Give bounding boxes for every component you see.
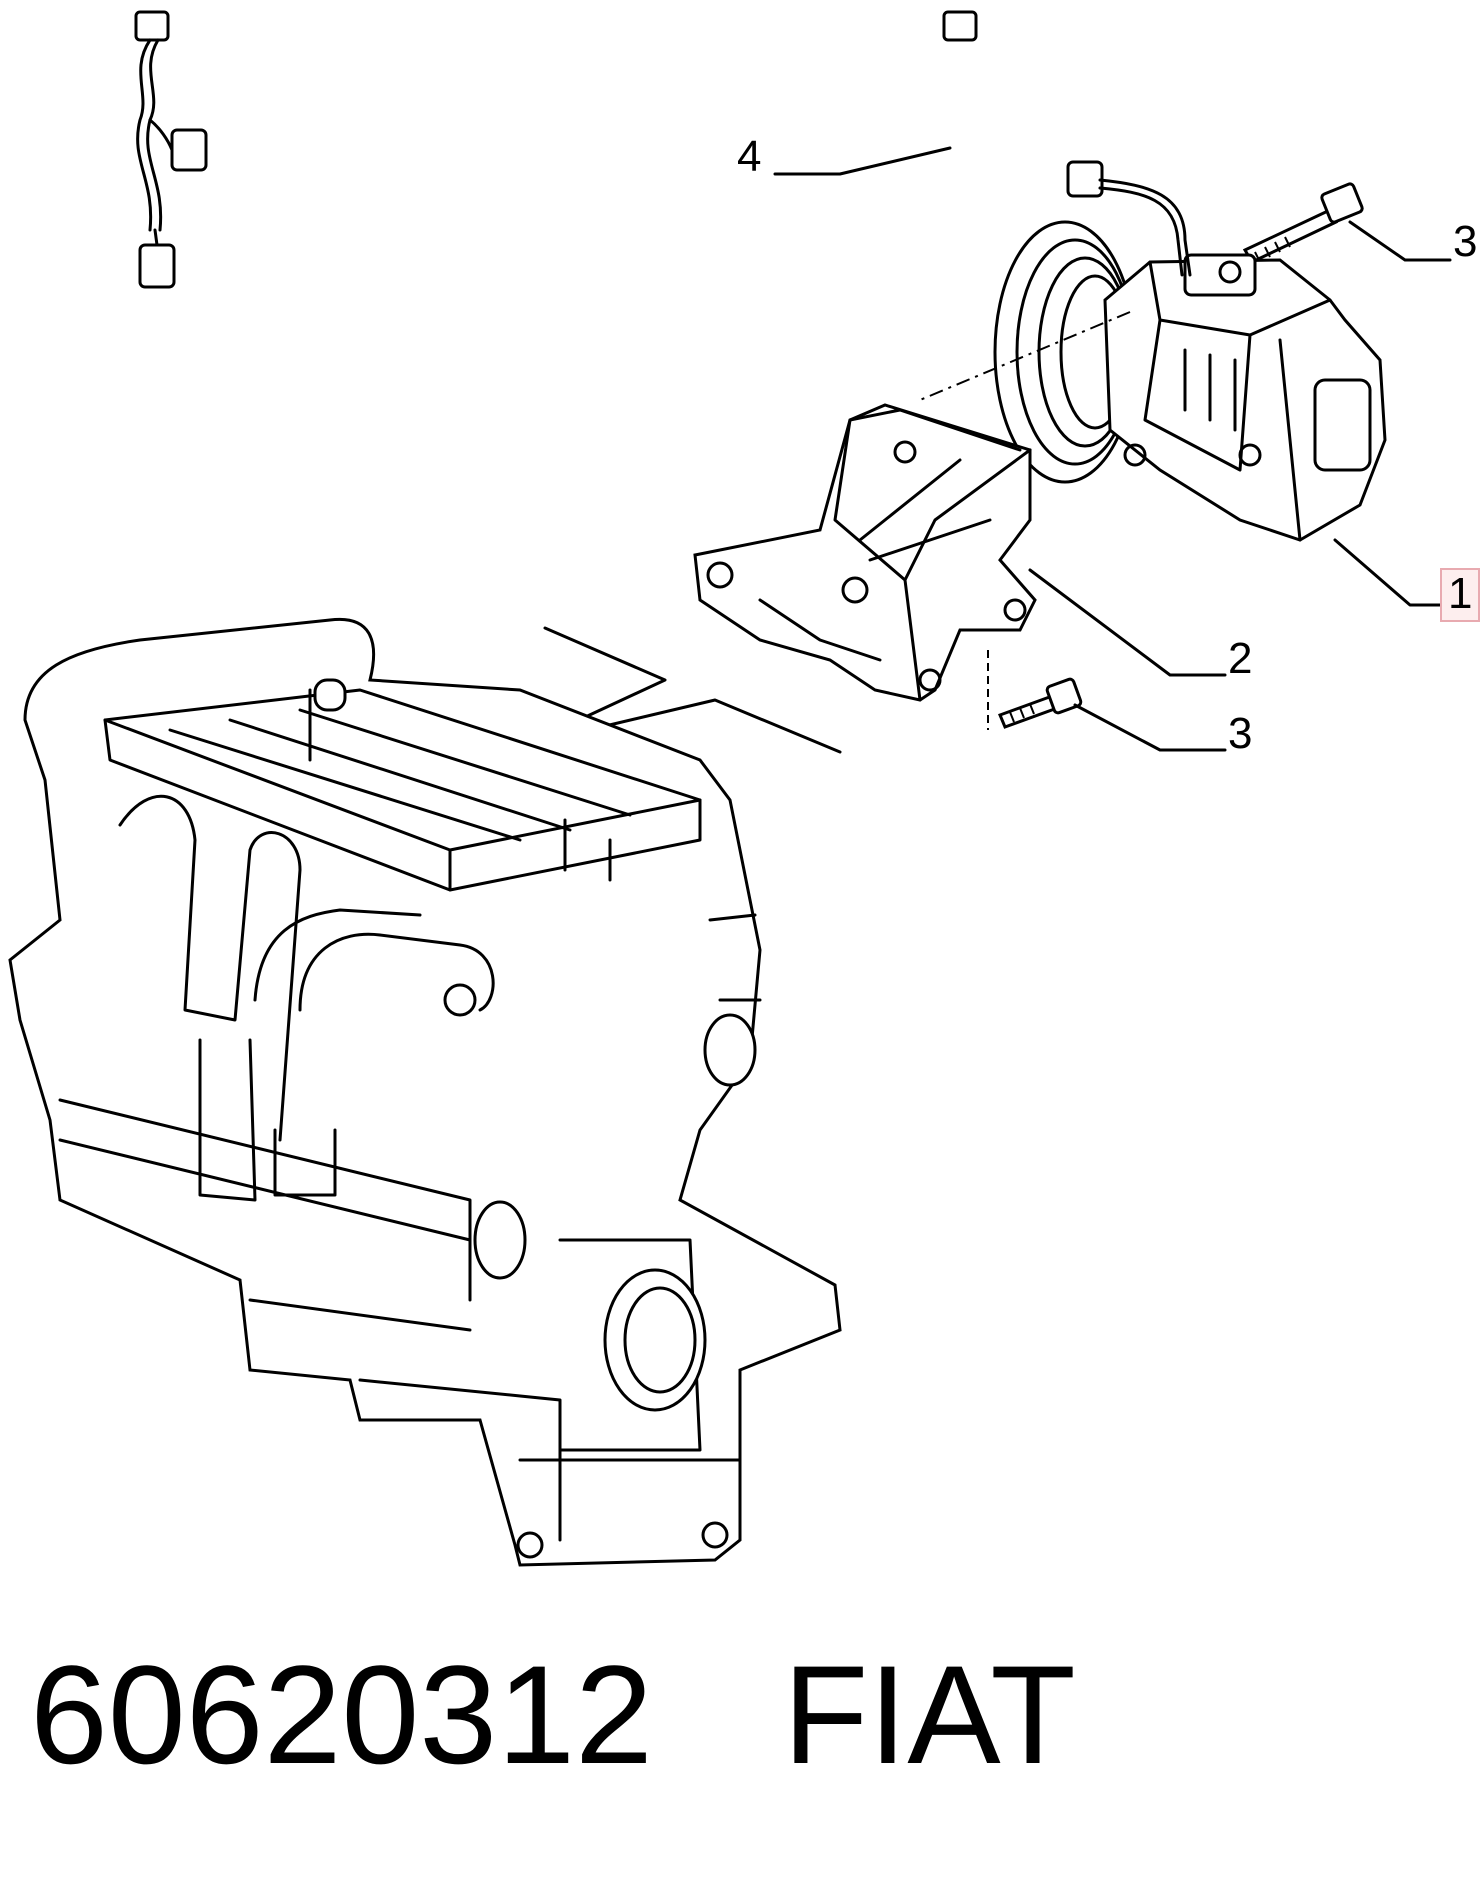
callout-4: 4 [737,132,762,181]
brand-name: FIAT [782,1636,1076,1793]
leader-line-3a [1348,220,1452,262]
callout-3-bottom: 3 [1228,709,1253,758]
bolt-bottom-part-3 [987,650,1083,730]
bolt-top-part-3 [1242,182,1364,264]
callout-2: 2 [1228,634,1253,683]
ac-compressor-part-1 [993,160,1387,542]
part-number: 60620312 [30,1636,653,1793]
leader-line-2 [1028,568,1227,677]
mounting-bracket-part-2 [693,403,1037,702]
leader-line-4 [773,146,952,176]
engine-block [8,617,842,1567]
leader-line-1 [1333,538,1442,607]
wiring-harness-part-4 [134,10,208,289]
callout-1-highlighted[interactable]: 1 [1440,568,1481,622]
alignment-line [919,311,1131,401]
callout-3-top: 3 [1453,217,1478,266]
leader-line-3b [1073,703,1227,752]
